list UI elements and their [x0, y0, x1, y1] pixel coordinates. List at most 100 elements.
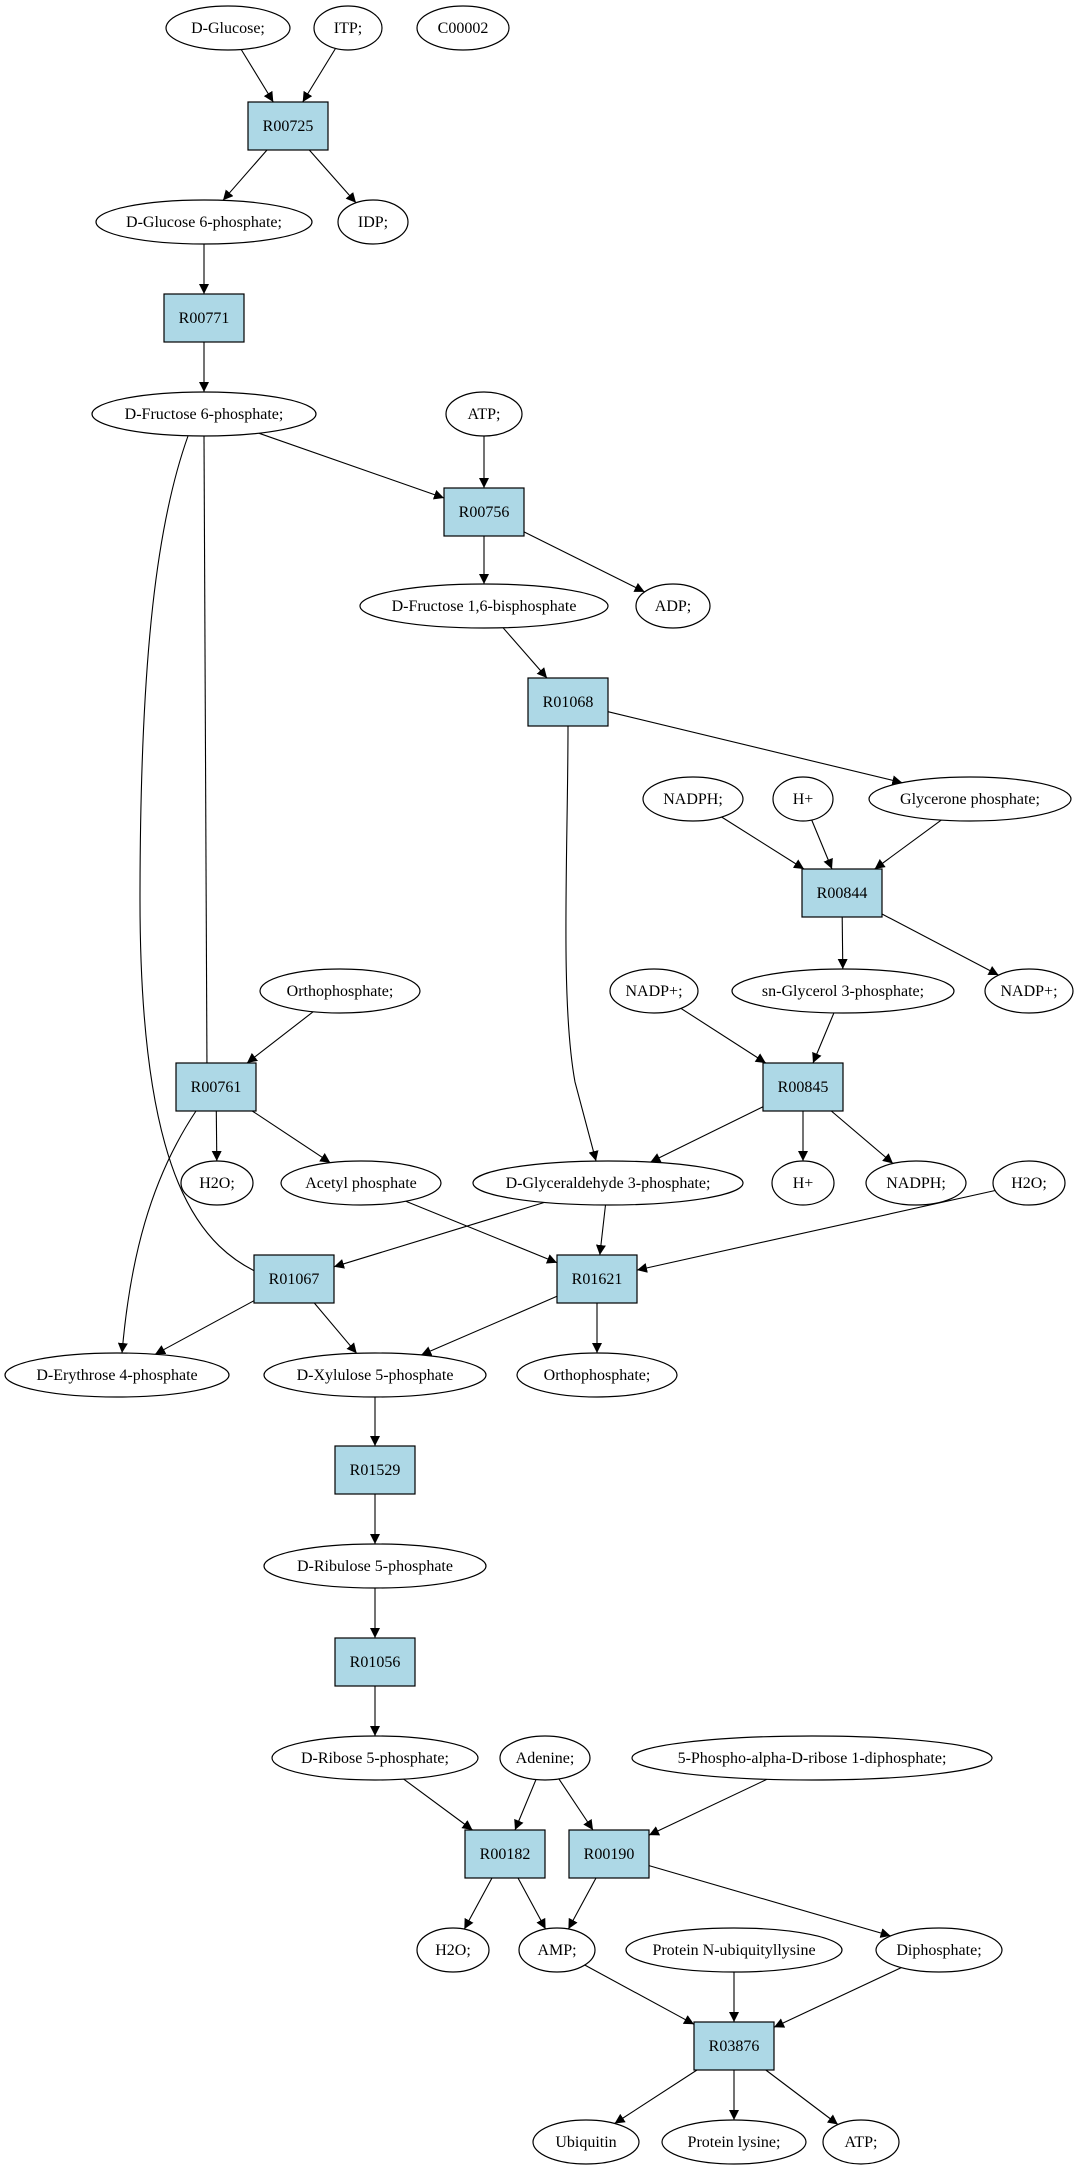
compound-node-r5p[interactable]: D-Ribose 5-phosphate; [271, 1735, 479, 1781]
edge-R01067-to-e4p [154, 1300, 255, 1355]
compound-node-f6p[interactable]: D-Fructose 6-phosphate; [91, 391, 317, 437]
compound-node-xu5p[interactable]: D-Xylulose 5-phosphate [263, 1352, 487, 1398]
edge-R00725-to-g6p [222, 149, 268, 201]
compound-node-acetylp[interactable]: Acetyl phosphate [280, 1160, 442, 1206]
edges-layer [117, 48, 999, 2125]
compound-label: ATP; [468, 406, 501, 423]
reaction-node-r01067[interactable]: R01067 [253, 1254, 335, 1304]
compound-node-f16bp[interactable]: D-Fructose 1,6-bisphosphate [359, 583, 609, 629]
reaction-box [334, 1445, 416, 1495]
edge-adenine-to-R00182 [514, 1779, 537, 1831]
compound-node-h2o3[interactable]: H2O; [416, 1927, 490, 1973]
compound-ellipse [359, 583, 609, 629]
compound-label: sn-Glycerol 3-phosphate; [762, 983, 924, 1000]
compound-label: D-Glucose 6-phosphate; [126, 214, 282, 231]
reaction-node-r00761[interactable]: R00761 [175, 1062, 257, 1112]
compound-node-nadph2[interactable]: NADPH; [865, 1160, 967, 1206]
compound-label: NADP+; [1000, 983, 1057, 1000]
compound-node-h2o2[interactable]: H2O; [992, 1160, 1066, 1206]
compound-ellipse [865, 1160, 967, 1206]
reaction-node-r01068[interactable]: R01068 [527, 677, 609, 727]
reaction-box [762, 1062, 844, 1112]
reaction-label: R00771 [179, 310, 230, 327]
compound-ellipse [822, 2119, 900, 2165]
edge-snglycerol3p-to-R00845 [812, 1012, 835, 1064]
reaction-node-r00182[interactable]: R00182 [464, 1829, 546, 1879]
compound-ellipse [180, 1160, 254, 1206]
reaction-label: R00182 [480, 1846, 531, 1863]
compound-node-atp1[interactable]: ATP; [445, 391, 523, 437]
reaction-label: R00725 [263, 118, 314, 135]
edge-R00182-to-amp [517, 1877, 547, 1930]
compound-node-hplus2[interactable]: H+ [771, 1160, 835, 1206]
compound-node-e4p[interactable]: D-Erythrose 4-phosphate [4, 1352, 230, 1398]
compound-node-glyceronep[interactable]: Glycerone phosphate; [868, 776, 1072, 822]
compound-ellipse [445, 391, 523, 437]
reaction-node-r00771[interactable]: R00771 [163, 293, 245, 343]
reaction-box [801, 868, 883, 918]
compound-node-idp[interactable]: IDP; [337, 199, 409, 245]
compound-label: H2O; [1011, 1175, 1047, 1192]
compound-node-ru5p[interactable]: D-Ribulose 5-phosphate [263, 1543, 487, 1589]
compound-node-protnubl[interactable]: Protein N-ubiquityllysine [625, 1927, 843, 1973]
compound-node-orthop1[interactable]: Orthophosphate; [259, 968, 421, 1014]
edge-diphosphate-to-R03876 [773, 1967, 902, 2028]
reaction-node-r00190[interactable]: R00190 [568, 1829, 650, 1879]
compound-label: D-Fructose 1,6-bisphosphate [392, 598, 577, 615]
edge-itp-to-R00725 [302, 48, 336, 103]
edge-g3p-to-R01621 [595, 1204, 607, 1256]
reaction-label: R00190 [584, 1846, 635, 1863]
compound-node-glucose[interactable]: D-Glucose; [165, 5, 291, 51]
reaction-node-r00725[interactable]: R00725 [247, 101, 329, 151]
compound-node-c00002[interactable]: C00002 [416, 5, 510, 51]
edge-g3p-to-R01067 [333, 1201, 545, 1269]
compound-node-hplus1[interactable]: H+ [772, 776, 834, 822]
compound-node-orthop2[interactable]: Orthophosphate; [516, 1352, 678, 1398]
compound-label: Orthophosphate; [544, 1367, 651, 1384]
reaction-box [464, 1829, 546, 1879]
compound-ellipse [631, 1735, 993, 1781]
edge-R00844-to-snglycerol3p [837, 916, 848, 970]
reaction-node-r00844[interactable]: R00844 [801, 868, 883, 918]
compound-node-adp[interactable]: ADP; [635, 583, 711, 629]
reaction-node-r01056[interactable]: R01056 [334, 1637, 416, 1687]
compound-node-prpp[interactable]: 5-Phospho-alpha-D-ribose 1-diphosphate; [631, 1735, 993, 1781]
reaction-node-r01529[interactable]: R01529 [334, 1445, 416, 1495]
edge-R00844-to-nadpplus1 [881, 913, 999, 976]
edge-f6p-to-R00761 [201, 435, 212, 1076]
compound-node-g3p[interactable]: D-Glyceraldehyde 3-phosphate; [472, 1160, 744, 1206]
compound-label: Orthophosphate; [287, 983, 394, 1000]
compound-node-amp[interactable]: AMP; [518, 1927, 596, 1973]
reaction-box [693, 2021, 775, 2071]
reaction-label: R01056 [350, 1654, 401, 1671]
compound-ellipse [95, 199, 313, 245]
compound-node-g6p[interactable]: D-Glucose 6-phosphate; [95, 199, 313, 245]
compound-node-ubiquitin[interactable]: Ubiquitin [532, 2119, 640, 2165]
compound-ellipse [416, 5, 510, 51]
compound-ellipse [532, 2119, 640, 2165]
compound-label: D-Ribose 5-phosphate; [301, 1750, 449, 1767]
reaction-node-r01621[interactable]: R01621 [556, 1254, 638, 1304]
compound-node-h2o1[interactable]: H2O; [180, 1160, 254, 1206]
compound-label: C00002 [438, 20, 489, 37]
compound-node-nadpplus2[interactable]: NADP+; [609, 968, 699, 1014]
edge-nadpplus2-to-R00845 [680, 1007, 767, 1064]
compound-node-atp2[interactable]: ATP; [822, 2119, 900, 2165]
reaction-node-r00756[interactable]: R00756 [443, 487, 525, 537]
reaction-node-r03876[interactable]: R03876 [693, 2021, 775, 2071]
compound-node-snglycerol3p[interactable]: sn-Glycerol 3-phosphate; [731, 968, 955, 1014]
reaction-node-r00845[interactable]: R00845 [762, 1062, 844, 1112]
compound-node-nadph1[interactable]: NADPH; [642, 776, 744, 822]
edge-R00190-to-diphosphate [648, 1865, 891, 1938]
reaction-box [175, 1062, 257, 1112]
compound-node-itp[interactable]: ITP; [313, 5, 383, 51]
compound-ellipse [731, 968, 955, 1014]
compound-node-nadpplus1[interactable]: NADP+; [984, 968, 1074, 1014]
compound-node-protlys[interactable]: Protein lysine; [661, 2119, 807, 2165]
reaction-label: R01067 [269, 1271, 320, 1288]
compound-ellipse [263, 1543, 487, 1589]
edge-R00182-to-h2o3 [463, 1877, 493, 1930]
compound-node-adenine[interactable]: Adenine; [499, 1735, 591, 1781]
compound-node-diphosphate[interactable]: Diphosphate; [875, 1927, 1003, 1973]
edge-R00761-to-e4p [117, 1110, 197, 1354]
